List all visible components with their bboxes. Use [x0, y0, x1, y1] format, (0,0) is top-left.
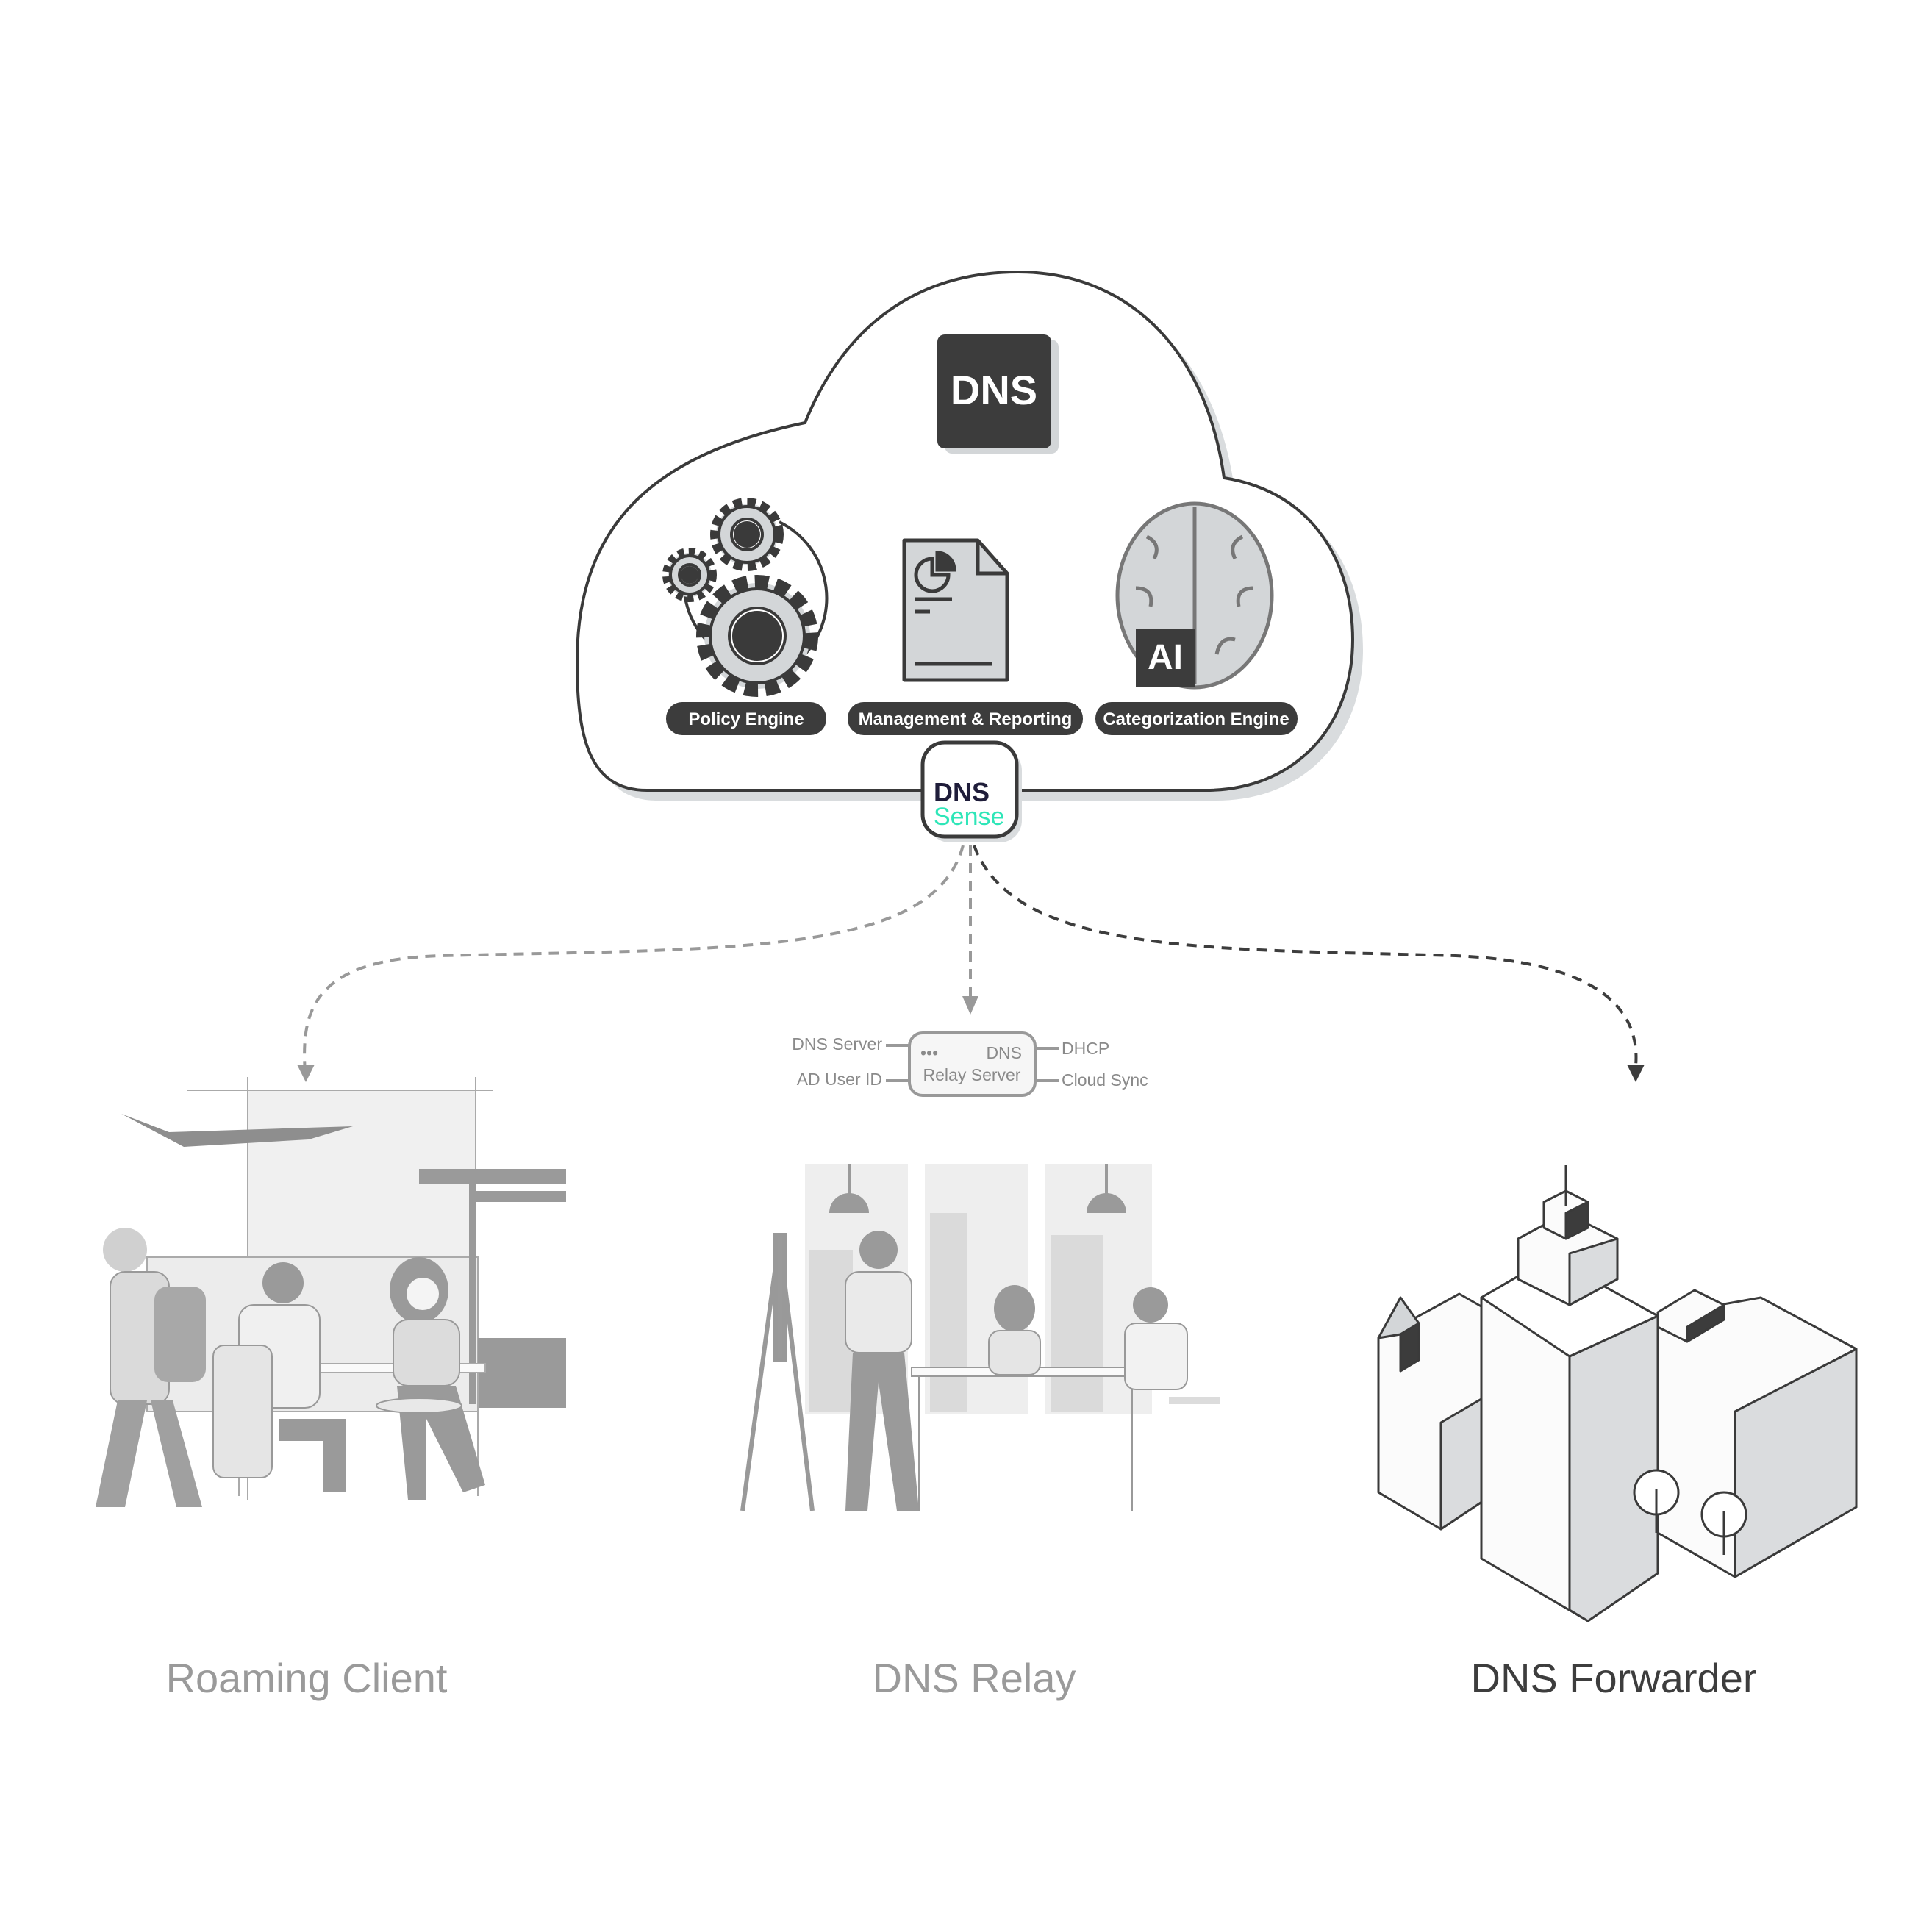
- office-meeting-illustration: [740, 1164, 1220, 1511]
- arrowhead-roaming: [297, 1065, 315, 1082]
- categorization-engine-pill: Categorization Engine: [1095, 702, 1298, 735]
- relay-right-label-cloud-sync: Cloud Sync: [1062, 1070, 1148, 1090]
- dns-badge-text: DNS: [951, 367, 1037, 413]
- airport-cafe-illustration: [96, 1077, 566, 1507]
- man-at-laptop: [212, 1262, 346, 1492]
- city-buildings-illustration: [1377, 1165, 1858, 1622]
- deployment-label-roaming-client: Roaming Client: [165, 1655, 448, 1701]
- connectors: [303, 845, 1638, 1074]
- easel: [740, 1233, 815, 1511]
- relay-dots: •••: [920, 1043, 938, 1062]
- relay-left-label-ad-user-id: AD User ID: [797, 1070, 882, 1089]
- relay-title-line1: DNS: [986, 1043, 1022, 1062]
- woman-with-phone: [376, 1257, 485, 1500]
- presenter: [845, 1231, 919, 1511]
- connector-forwarder: [973, 845, 1638, 1067]
- relay-left-label-dns-server: DNS Server: [792, 1034, 882, 1053]
- policy-engine-label: Policy Engine: [688, 709, 804, 729]
- management-reporting-label: Management & Reporting: [859, 709, 1073, 729]
- dns-sense-logo: DNS Sense: [920, 740, 1022, 842]
- management-reporting-pill: Management & Reporting: [848, 702, 1083, 735]
- seated-colleagues: [988, 1285, 1220, 1404]
- logo-line2: Sense: [934, 803, 1004, 831]
- arrowhead-forwarder: [1627, 1065, 1645, 1082]
- ai-badge-text: AI: [1148, 638, 1183, 677]
- dns-badge: DNS: [937, 334, 1059, 454]
- logo-line1: DNS: [934, 777, 990, 807]
- deployment-label-dns-forwarder: DNS Forwarder: [1470, 1655, 1757, 1701]
- ai-brain-icon: AI: [1115, 501, 1274, 690]
- relay-server-box: ••• DNS Relay Server DNS Server AD User …: [792, 1031, 1148, 1097]
- relay-right-label-dhcp: DHCP: [1062, 1039, 1109, 1058]
- pendant-lamps: [829, 1164, 1126, 1213]
- report-document-icon: [902, 538, 1009, 682]
- control-tower: [419, 1169, 566, 1408]
- relay-title-line2: Relay Server: [923, 1065, 1021, 1084]
- connector-roaming: [303, 845, 965, 1074]
- policy-engine-pill: Policy Engine: [666, 702, 826, 735]
- deployment-label-dns-relay: DNS Relay: [872, 1655, 1076, 1701]
- arrowhead-relay: [962, 996, 978, 1015]
- gears-icon: [662, 498, 829, 697]
- airplane-icon: [121, 1114, 353, 1147]
- categorization-engine-label: Categorization Engine: [1103, 709, 1289, 729]
- traveler-with-backpack: [96, 1228, 206, 1507]
